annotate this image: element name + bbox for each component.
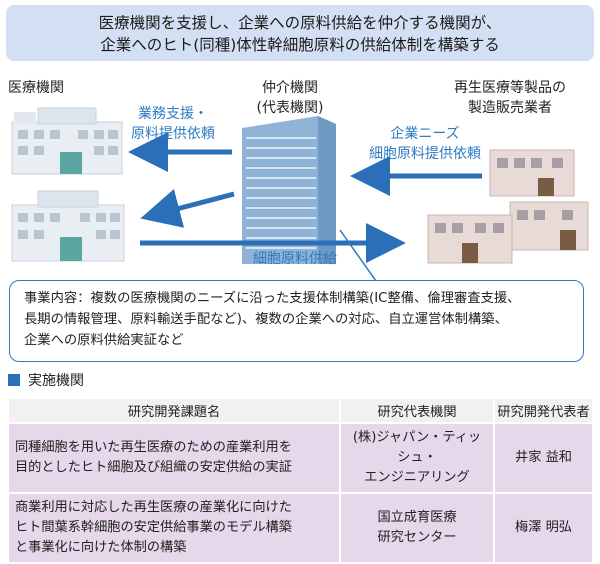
header-banner: 医療機関を支援し、企業への原料供給を仲介する機関が、 企業へのヒト(同種)体性幹…: [6, 5, 594, 61]
business-description-box: 事業内容：複数の医療機関のニーズに沿った支援体制構築(IC整備、倫理審査支援、 …: [9, 280, 584, 362]
table-row: 同種細胞を用いた再生医療のための産業利用を 目的としたヒト細胞及び組織の安定供給…: [7, 422, 594, 494]
cell-line: エンジニアリング: [364, 470, 470, 485]
needs-label-1: 企業ニーズ: [390, 126, 460, 142]
broker-label-2: (代表機関): [256, 100, 324, 116]
office-building-icon: [242, 116, 336, 264]
cell-line: と事業化に向けた体制の構築: [15, 540, 187, 555]
cell-line: 目的としたヒト細胞及び組織の安定供給の実証: [15, 460, 292, 475]
cell-line: ヒト間葉系幹細胞の安定供給事業のモデル構築: [15, 520, 292, 535]
cell-line: (株)ジャパン・ティッシュ・: [352, 430, 482, 465]
square-bullet-icon: [8, 374, 20, 386]
column-header: 研究代表機関: [339, 397, 495, 424]
principal-investigator-cell: 梅澤 明弘: [493, 492, 594, 564]
section-heading: 実施機関: [8, 371, 84, 391]
cell-line: 同種細胞を用いた再生医療のための産業利用を: [15, 440, 292, 455]
table-header-row: 研究開発課題名 研究代表機関 研究開発代表者: [7, 397, 594, 424]
lead-organization-cell: 国立成育医療 研究センター: [339, 492, 495, 564]
support-label-1: 業務支援・: [138, 106, 208, 122]
support-label-2: 原料提供依頼: [131, 126, 215, 142]
table-row: 商業利用に対応した再生医療の産業化に向けた ヒト間葉系幹細胞の安定供給事業のモデ…: [7, 492, 594, 564]
factory-building-icon: [509, 201, 589, 251]
callout-connector: [339, 229, 377, 280]
description-line-1: 事業内容：複数の医療機関のニーズに沿った支援体制構築(IC整備、倫理審査支援、: [24, 291, 521, 306]
cell-line: 国立成育医療: [377, 510, 457, 525]
implementing-institutions-table: 研究開発課題名 研究代表機関 研究開発代表者 同種細胞を用いた再生医療のための産…: [7, 397, 594, 564]
project-title-cell: 同種細胞を用いた再生医療のための産業利用を 目的としたヒト細胞及び組織の安定供給…: [7, 422, 341, 494]
column-header: 研究開発課題名: [7, 397, 341, 424]
medical-institution-label: 医療機関: [8, 80, 64, 96]
description-line-3: 企業への原料供給実証など: [24, 333, 184, 348]
hospital-icon: [11, 107, 123, 175]
arrow-to-hospital-2: [140, 189, 235, 228]
section-title: 実施機関: [28, 373, 84, 389]
project-title-cell: 商業利用に対応した再生医療の産業化に向けた ヒト間葉系幹細胞の安定供給事業のモデ…: [7, 492, 341, 564]
maker-label-2: 製造販売業者: [468, 100, 552, 116]
hospital-icon: [11, 190, 125, 262]
header-line-2: 企業へのヒト(同種)体性幹細胞原料の供給体制を構築する: [100, 36, 500, 54]
cell-supply-label: 細胞原料供給: [253, 251, 337, 267]
factory-building-icon: [427, 214, 513, 264]
principal-investigator-cell: 井家 益和: [493, 422, 594, 494]
description-line-2: 長期の情報管理、原料輸送手配など)、複数の企業への対応、自立運営体制構築、: [24, 312, 508, 327]
cell-line: 商業利用に対応した再生医療の産業化に向けた: [15, 500, 292, 515]
maker-label-1: 再生医療等製品の: [454, 80, 566, 96]
needs-label-2: 細胞原料提供依頼: [369, 146, 481, 162]
header-line-1: 医療機関を支援し、企業への原料供給を仲介する機関が、: [98, 14, 502, 32]
column-header: 研究開発代表者: [493, 397, 594, 424]
flow-diagram: [11, 107, 589, 280]
broker-label-1: 仲介機関: [262, 80, 318, 96]
lead-organization-cell: (株)ジャパン・ティッシュ・ エンジニアリング: [339, 422, 495, 494]
cell-line: 研究センター: [377, 530, 457, 545]
factory-building-icon: [489, 149, 575, 197]
